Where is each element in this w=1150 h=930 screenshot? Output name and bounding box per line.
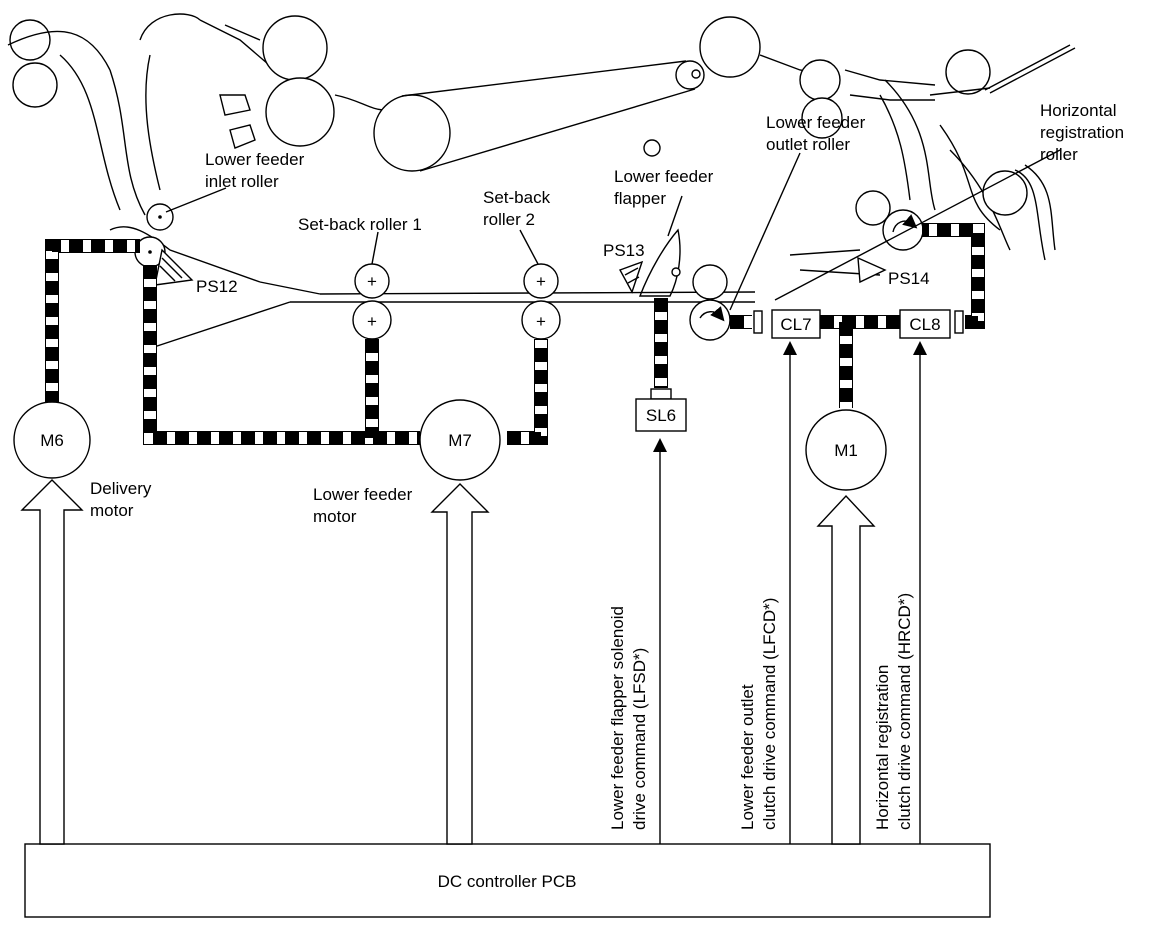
upper-left-roller-icon bbox=[12, 62, 58, 108]
cl7-coupling-icon bbox=[753, 310, 763, 334]
lower-feeder-motor-label: Lower feeder motor bbox=[313, 485, 417, 526]
set-back-roller-1-label: Set-back roller 1 bbox=[298, 215, 422, 234]
fixing-roller-icon bbox=[699, 16, 761, 78]
lower-feeder-inlet-roller-icon bbox=[134, 203, 174, 268]
m6-power-arrow-icon bbox=[20, 479, 84, 845]
svg-text:+: + bbox=[367, 312, 377, 331]
svg-text:+: + bbox=[367, 272, 377, 291]
cl8-coupling-icon bbox=[954, 310, 964, 334]
svg-text:+: + bbox=[536, 312, 546, 331]
lower-feeder-inlet-roller-label: Lower feeder inlet roller bbox=[205, 150, 309, 191]
ps14-sensor-icon bbox=[857, 256, 887, 284]
dc-controller-pcb: DC controller PCB bbox=[24, 843, 991, 918]
ps12-label: PS12 bbox=[196, 277, 238, 296]
set-back-roller-1-icon: + + bbox=[352, 263, 392, 340]
upper-mechanism bbox=[7, 13, 1076, 276]
lower-feeder-flapper-label: Lower feeder flapper bbox=[614, 167, 718, 208]
svg-text:+: + bbox=[536, 272, 546, 291]
set-back-roller-2-label: Set-back roller 2 bbox=[483, 188, 555, 229]
m1-label: M1 bbox=[834, 441, 858, 460]
lfsd-signal-label: Lower feeder flapper solenoid drive comm… bbox=[608, 601, 649, 830]
feed-roller-icon bbox=[801, 97, 843, 139]
cl8-label: CL8 bbox=[909, 315, 940, 334]
ps12-sensor-icon bbox=[154, 248, 194, 286]
upper-left-roller-icon bbox=[9, 19, 51, 61]
drive-belts bbox=[45, 223, 985, 445]
m6-label: M6 bbox=[40, 431, 64, 450]
dc-controller-label: DC controller PCB bbox=[438, 872, 577, 891]
leader-lines bbox=[165, 149, 1061, 311]
m6-motor: M6 bbox=[13, 401, 91, 479]
pickup-roller-icon bbox=[945, 49, 991, 95]
horizontal-registration-roller-icon bbox=[855, 190, 924, 251]
cl8-clutch: CL8 bbox=[899, 309, 951, 339]
cl7-clutch: CL7 bbox=[771, 309, 821, 339]
signal-lines bbox=[653, 341, 927, 844]
ps14-label: PS14 bbox=[888, 269, 930, 288]
callout-labels: Lower feeder inlet roller Set-back rolle… bbox=[90, 101, 1129, 830]
delivery-motor-label: Delivery motor bbox=[90, 479, 156, 520]
cl7-label: CL7 bbox=[780, 315, 811, 334]
feed-roller-icon bbox=[799, 59, 841, 101]
m7-power-arrow-icon bbox=[430, 483, 490, 845]
transfer-belt-icon bbox=[373, 60, 705, 172]
m7-label: M7 bbox=[448, 431, 472, 450]
lower-feeder-flapper-icon bbox=[638, 228, 681, 297]
lower-feeder-outlet-roller-label: Lower feeder outlet roller bbox=[766, 113, 870, 154]
lower-feeder-outlet-roller-icon bbox=[689, 264, 731, 341]
upper-right-roller-icon bbox=[982, 170, 1028, 216]
m1-power-arrow-icon bbox=[816, 494, 876, 845]
hrcd-signal-label: Horizontal registration clutch drive com… bbox=[873, 593, 914, 830]
m1-motor: M1 bbox=[805, 409, 887, 491]
sl6-solenoid: SL6 bbox=[635, 388, 687, 432]
ps13-label: PS13 bbox=[603, 241, 645, 260]
delivery-roller-lower-icon bbox=[265, 77, 335, 147]
sl6-label: SL6 bbox=[646, 406, 676, 425]
horizontal-registration-roller-label: Horizontal registration roller bbox=[1040, 101, 1129, 164]
delivery-roller-upper-icon bbox=[262, 15, 328, 81]
lfcd-signal-label: Lower feeder outlet clutch drive command… bbox=[738, 598, 779, 830]
power-arrows bbox=[20, 479, 876, 845]
m7-motor: M7 bbox=[419, 399, 501, 481]
